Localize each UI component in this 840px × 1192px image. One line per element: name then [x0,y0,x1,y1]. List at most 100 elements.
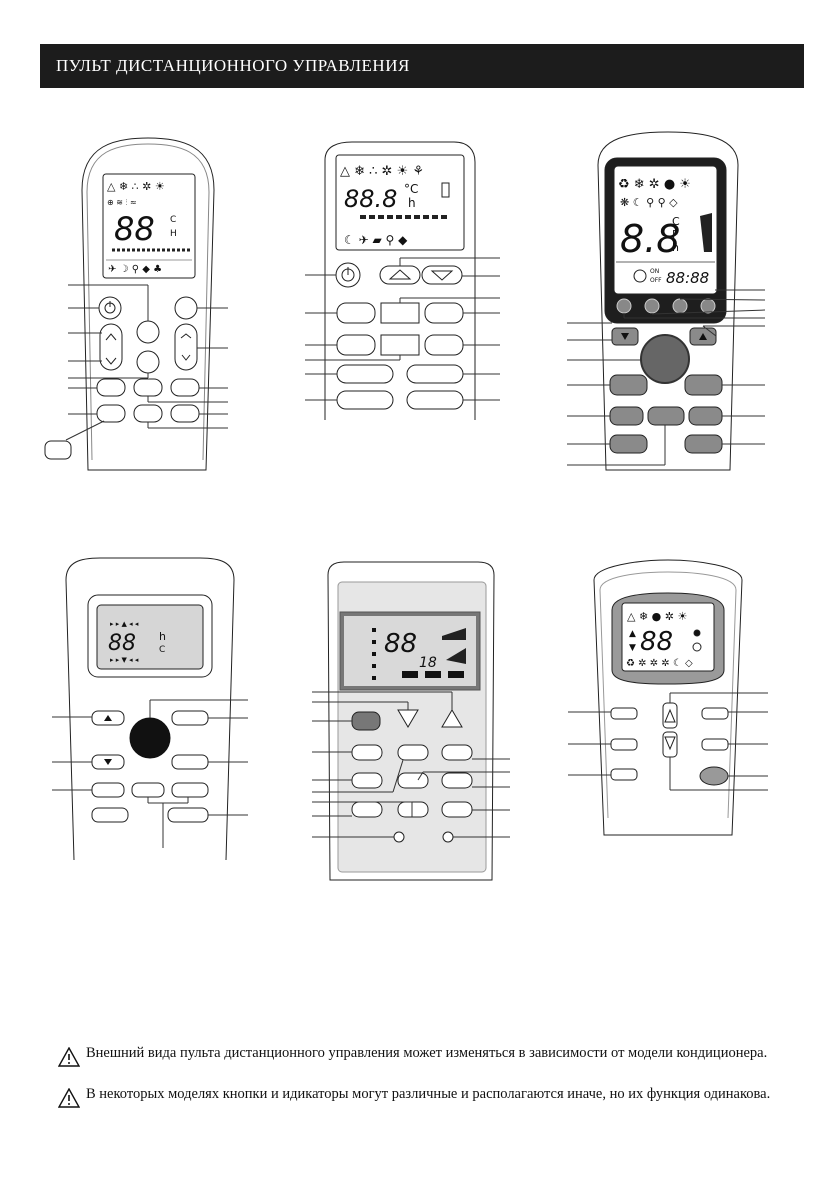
power-button[interactable] [640,334,690,384]
remote-2: △ ❄ ∴ ✲ ☀ ⚘ 88.8 °C h ☾ ✈ ▰ ⚲ ◆ [305,141,500,420]
temp-down-button[interactable] [421,265,463,285]
lcd-unit-f: F [672,228,678,241]
down-arrow-icon [664,736,676,751]
lcd-digits: 88 [114,210,155,248]
button[interactable] [616,298,632,314]
warning-icon [58,1047,80,1067]
svg-text:△ ❄ ∴ ✲ ☀: △ ❄ ∴ ✲ ☀ [107,180,165,193]
remote-5: 88 18 [312,561,510,881]
button[interactable] [442,831,454,843]
button[interactable] [397,772,429,789]
lcd-on: ON [650,268,659,275]
button[interactable] [610,707,638,720]
button[interactable] [609,434,648,454]
lcd-unit-h: h [672,241,679,254]
remote-3: ♻ ❄ ✲ ● ☀ ❋ ☾ ⚲ ⚲ ◇ 8.8 C F h ON OFF 88:… [567,131,766,471]
lcd-screen [335,154,465,251]
lcd-screen [621,602,715,672]
warning-icon [58,1088,80,1108]
button[interactable] [44,440,72,460]
button[interactable] [441,744,473,761]
lcd-off: OFF [650,277,662,284]
button[interactable] [672,298,688,314]
note-text: В некоторых моделях кнопки и идикаторы м… [86,1086,771,1102]
remote-1: △ ❄ ∴ ✲ ☀ ⊕ ≋ ⫶ ≈ 88 C H ✈ ☽ ⚲ ◆ ♣ [44,137,228,471]
lcd-unit-h: h [408,196,416,210]
svg-text:▲: ▲ [629,629,636,639]
button[interactable] [609,406,644,426]
lcd-unit-h: h [159,630,166,643]
temp-up-button[interactable] [91,710,125,726]
button[interactable] [351,772,383,789]
lcd-digits: 88 [384,629,417,659]
temp-rocker[interactable] [99,323,123,371]
lcd-screen [96,604,204,670]
svg-text:✈ ☽ ⚲ ◆ ♣: ✈ ☽ ⚲ ◆ ♣ [108,264,162,275]
remote-4: 88 h C ▸ ▸ ▲ ◂ ◂ ▸ ▸ ▼ ◂ ◂ [52,557,248,861]
button[interactable] [644,298,660,314]
button[interactable] [701,738,729,751]
down-arrow-icon [104,759,112,765]
svg-text:♻ ❄ ✲ ● ☀: ♻ ❄ ✲ ● ☀ [618,177,691,192]
up-arrow-icon [664,708,676,723]
lcd-digits: 88.8 [344,185,397,213]
svg-text:▸ ▸ ▲ ◂ ◂: ▸ ▸ ▲ ◂ ◂ [110,620,139,628]
down-arrow-icon [105,357,117,365]
svg-text:▼: ▼ [629,643,636,653]
power-button[interactable] [699,766,729,786]
down-arrow-icon [621,333,629,340]
page-title-text: ПУЛЬТ ДИСТАНЦИОННОГО УПРАВЛЕНИЯ [56,56,410,75]
lcd-small-digits: 18 [419,655,437,671]
lcd-clock: 88:88 [666,269,709,287]
button[interactable] [441,801,473,818]
svg-text:♻ ✲ ✲ ✲ ☾ ◇: ♻ ✲ ✲ ✲ ☾ ◇ [626,658,693,669]
timer-icon [633,269,647,283]
svg-text:▸ ▸ ▼ ◂ ◂: ▸ ▸ ▼ ◂ ◂ [110,656,139,664]
note-text: Внешний вида пульта дистанционного управ… [86,1045,768,1061]
button[interactable] [441,772,473,789]
svg-text:❋ ☾ ⚲ ⚲ ◇: ❋ ☾ ⚲ ⚲ ◇ [620,196,678,209]
button[interactable] [610,768,638,781]
button[interactable] [684,374,723,396]
button[interactable] [91,807,129,823]
lcd-unit-c: C [170,215,176,225]
button[interactable] [647,406,685,426]
svg-text:△ ❄ ∴ ✲ ☀ ⚘: △ ❄ ∴ ✲ ☀ ⚘ [340,164,424,179]
lcd-digits: 88 [640,627,673,657]
button[interactable] [171,782,209,798]
button[interactable] [701,707,729,720]
up-arrow-icon[interactable] [441,709,463,728]
lcd-digits: 8.8 [620,217,680,261]
lcd-screen [102,173,196,279]
power-button[interactable] [351,711,381,731]
svg-text:☾ ✈ ▰ ⚲ ◆: ☾ ✈ ▰ ⚲ ◆ [344,233,408,247]
display-bezel [87,594,213,678]
button[interactable] [393,831,405,843]
lcd-unit-c: C [672,215,680,228]
up-arrow-icon [388,269,412,280]
button[interactable] [397,744,429,761]
lcd-digits: 88 [108,631,136,656]
button[interactable] [351,744,383,761]
battery-icon [441,182,450,198]
lcd-unit-c: °C [404,182,418,196]
button[interactable] [610,738,638,751]
button[interactable] [351,801,383,818]
button[interactable] [684,434,723,454]
svg-text:⊕ ≋ ⫶ ≈: ⊕ ≋ ⫶ ≈ [107,198,137,207]
up-arrow-icon [104,715,112,721]
button[interactable] [700,298,716,314]
lcd-unit-h: H [170,229,177,239]
down-arrow-icon [430,270,454,281]
page-title: ПУЛЬТ ДИСТАНЦИОННОГО УПРАВЛЕНИЯ [40,44,804,88]
up-arrow-icon [105,333,117,341]
swing-rocker[interactable] [174,323,198,371]
button[interactable] [397,801,429,818]
remote-6: △ ❄ ● ✲ ☀ 88 ▲ ▼ ♻ ✲ ✲ ✲ ☾ ◇ [568,559,768,836]
power-button[interactable] [129,717,171,759]
button[interactable] [688,406,723,426]
up-arrow-icon [699,333,707,340]
button[interactable] [609,374,648,396]
svg-text:△ ❄ ● ✲ ☀: △ ❄ ● ✲ ☀ [627,610,687,623]
